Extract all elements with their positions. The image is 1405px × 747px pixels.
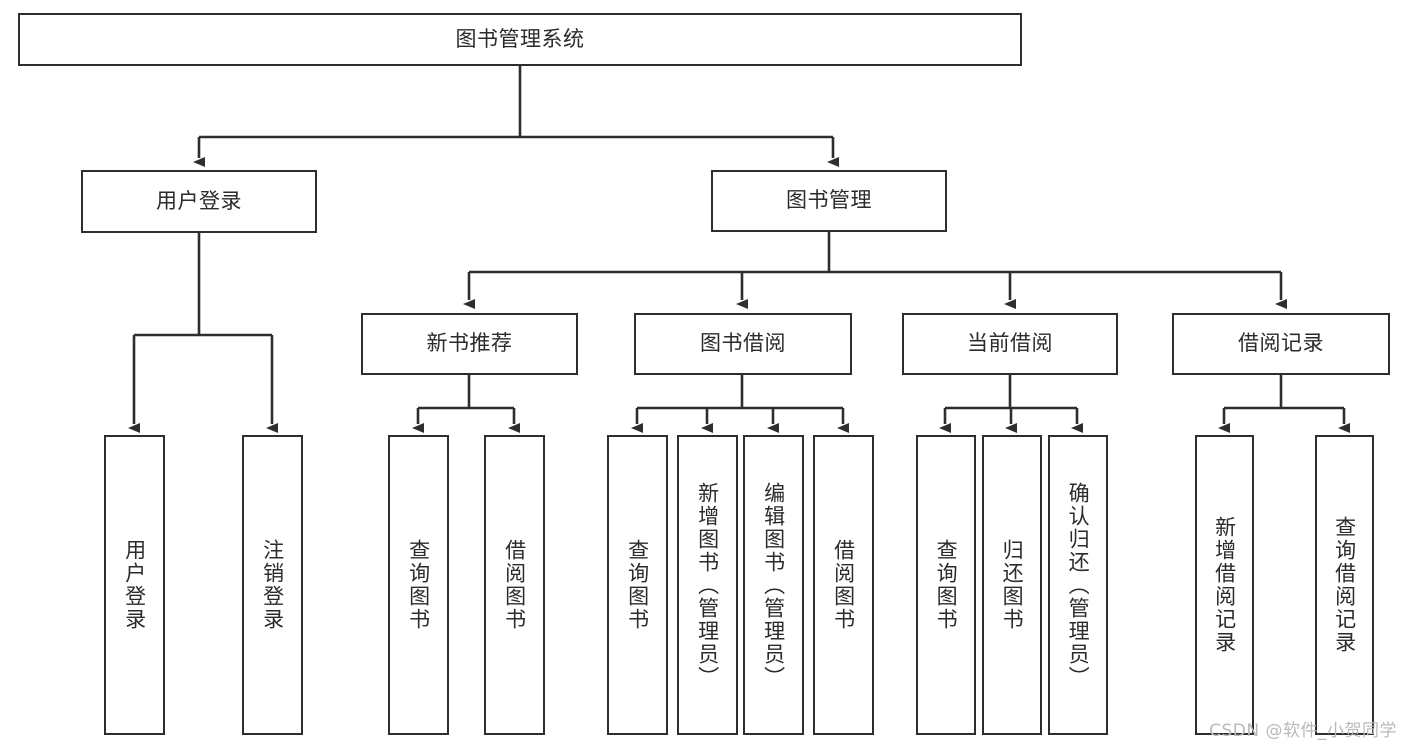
node-new-book-rec-label: 新书推荐 <box>426 331 513 356</box>
leaf-user-login[interactable]: 用户登录 <box>104 435 165 735</box>
leaf-add-book[interactable]: 新增图书（管理员） <box>677 435 738 735</box>
node-book-manage-label: 图书管理 <box>786 188 872 213</box>
leaf-add-book-label: 新增图书（管理员） <box>695 481 720 689</box>
leaf-query-book-2[interactable]: 查询图书 <box>607 435 668 735</box>
leaf-query-book-3[interactable]: 查询图书 <box>916 435 976 735</box>
leaf-return-book-label: 归还图书 <box>1000 539 1025 631</box>
leaf-borrow-book-1[interactable]: 借阅图书 <box>484 435 545 735</box>
leaf-return-book[interactable]: 归还图书 <box>982 435 1042 735</box>
node-current-borrow[interactable]: 当前借阅 <box>902 313 1118 375</box>
leaf-query-book-1-label: 查询图书 <box>406 539 431 631</box>
node-new-book-rec[interactable]: 新书推荐 <box>361 313 578 375</box>
leaf-borrow-book-2-label: 借阅图书 <box>831 539 856 631</box>
node-root[interactable]: 图书管理系统 <box>18 13 1022 66</box>
leaf-confirm-return[interactable]: 确认归还（管理员） <box>1048 435 1108 735</box>
leaf-edit-book[interactable]: 编辑图书（管理员） <box>743 435 804 735</box>
leaf-logout-login[interactable]: 注销登录 <box>242 435 303 735</box>
leaf-logout-login-label: 注销登录 <box>260 539 285 631</box>
leaf-query-borrow-record-label: 查询借阅记录 <box>1332 516 1357 654</box>
leaf-edit-book-label: 编辑图书（管理员） <box>761 481 786 689</box>
leaf-query-book-2-label: 查询图书 <box>625 539 650 631</box>
node-user-login[interactable]: 用户登录 <box>81 170 317 233</box>
node-borrow-record[interactable]: 借阅记录 <box>1172 313 1390 375</box>
node-book-manage[interactable]: 图书管理 <box>711 170 947 232</box>
node-root-label: 图书管理系统 <box>455 26 585 51</box>
leaf-borrow-book-2[interactable]: 借阅图书 <box>813 435 874 735</box>
leaf-query-book-1[interactable]: 查询图书 <box>388 435 449 735</box>
leaf-borrow-book-1-label: 借阅图书 <box>502 539 527 631</box>
leaf-query-borrow-record[interactable]: 查询借阅记录 <box>1315 435 1374 735</box>
leaf-add-borrow-record[interactable]: 新增借阅记录 <box>1195 435 1254 735</box>
leaf-query-book-3-label: 查询图书 <box>934 539 959 631</box>
leaf-user-login-label: 用户登录 <box>122 539 147 631</box>
leaf-confirm-return-label: 确认归还（管理员） <box>1066 481 1091 689</box>
leaf-add-borrow-record-label: 新增借阅记录 <box>1212 516 1237 654</box>
node-current-borrow-label: 当前借阅 <box>967 331 1053 356</box>
node-borrow-record-label: 借阅记录 <box>1238 331 1324 356</box>
node-book-borrow[interactable]: 图书借阅 <box>634 313 852 375</box>
node-user-login-label: 用户登录 <box>156 188 242 213</box>
node-book-borrow-label: 图书借阅 <box>700 331 786 356</box>
